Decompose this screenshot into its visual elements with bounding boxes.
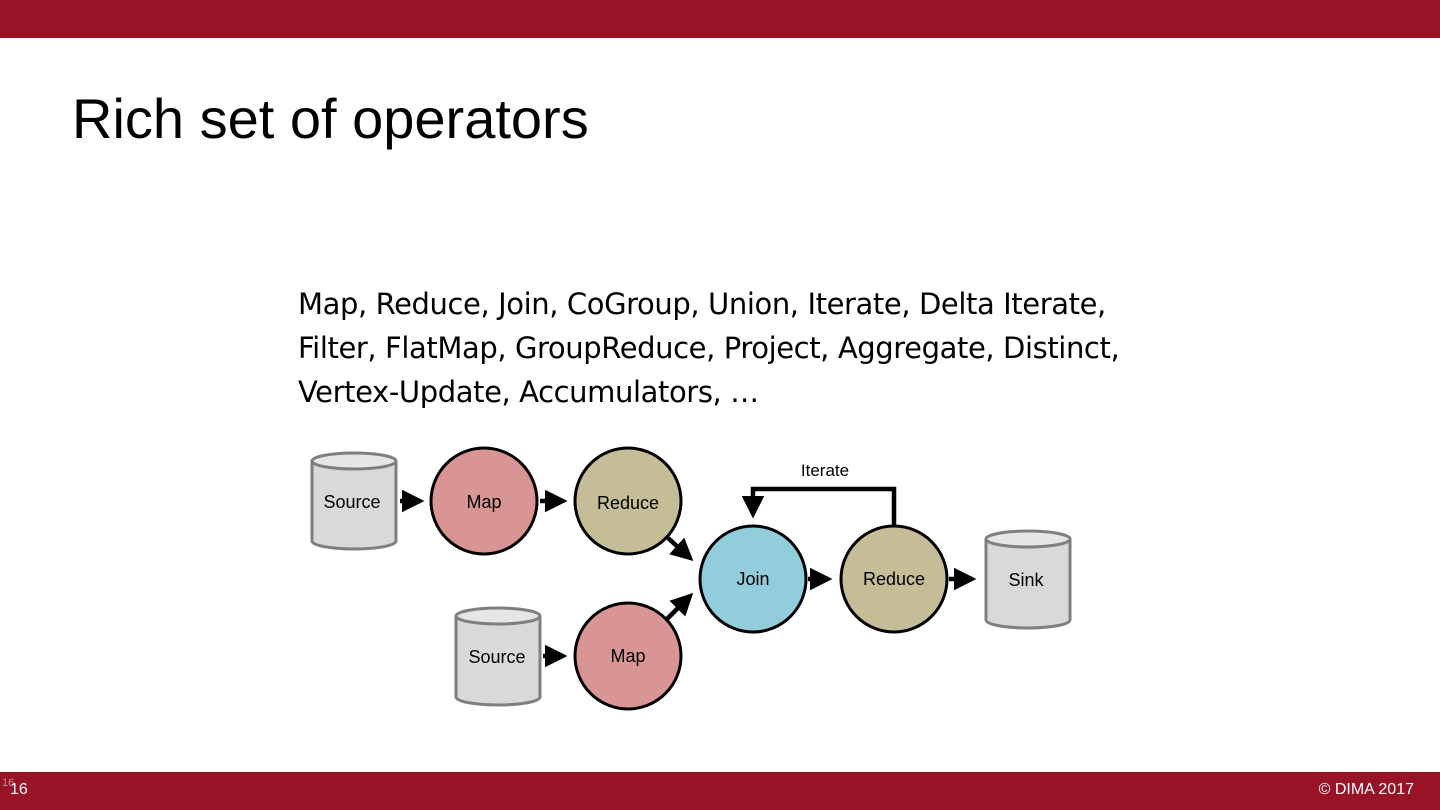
edge-reduce-top-to-join xyxy=(666,536,694,562)
source-bottom-label: Source xyxy=(468,647,525,667)
join-node: Join xyxy=(698,524,808,634)
copyright-notice: © DIMA 2017 xyxy=(1318,781,1414,798)
edges xyxy=(400,486,977,668)
operator-line-3: Vertex-Update, Accumulators, … xyxy=(298,375,759,409)
map-top-node: Map xyxy=(429,446,539,556)
reduce-mid-node: Reduce xyxy=(839,524,949,634)
reduce-top-node: Reduce xyxy=(573,446,683,556)
sink-node: Sink xyxy=(984,529,1072,630)
edge-map-bottom-to-join xyxy=(665,592,694,621)
map-bottom-label: Map xyxy=(610,646,645,666)
map-top-label: Map xyxy=(466,492,501,512)
operator-line-1: Map, Reduce, Join, CoGroup, Union, Itera… xyxy=(298,287,1106,321)
edge-iterate-feedback xyxy=(741,486,897,531)
reduce-top-label: Reduce xyxy=(597,493,659,513)
source-top-node: Source xyxy=(310,451,398,551)
slide-number: 16 xyxy=(10,781,28,798)
top-brand-bar xyxy=(0,0,1440,38)
bottom-brand-bar xyxy=(0,772,1440,810)
operator-list: Map, Reduce, Join, CoGroup, Union, Itera… xyxy=(298,282,1178,414)
map-bottom-node: Map xyxy=(573,601,683,711)
source-top-label: Source xyxy=(323,492,380,512)
iterate-label: Iterate xyxy=(801,461,849,480)
slide-number-ghost: 16 xyxy=(2,777,15,789)
slide-title: Rich set of operators xyxy=(72,87,589,150)
operator-line-2: Filter, FlatMap, GroupReduce, Project, A… xyxy=(298,331,1120,365)
join-label: Join xyxy=(736,569,769,589)
sink-label: Sink xyxy=(1008,570,1044,590)
source-bottom-node: Source xyxy=(454,606,542,707)
reduce-mid-label: Reduce xyxy=(863,569,925,589)
